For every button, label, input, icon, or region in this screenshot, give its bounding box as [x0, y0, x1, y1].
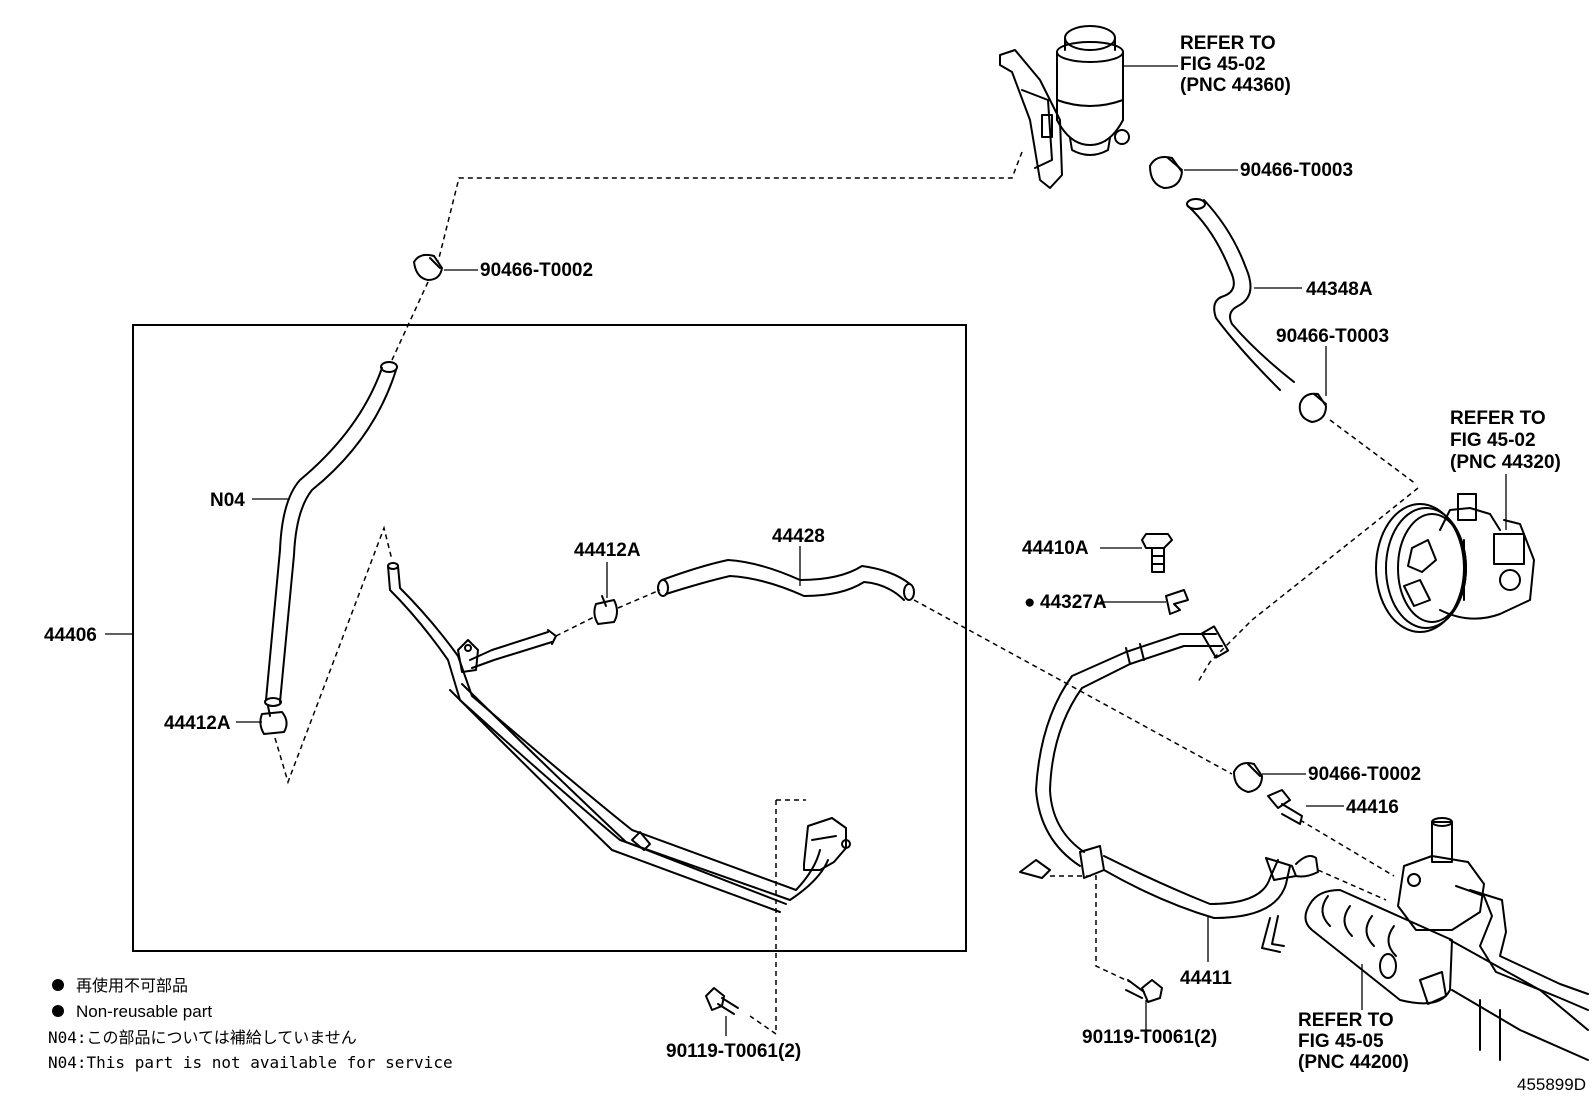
label-gear-ref-1: REFER TO [1298, 1010, 1394, 1031]
dash-tube-to-clamp [555, 615, 597, 637]
clamp-90466-t0003-top-drawing [1149, 156, 1183, 189]
label-reservoir-ref-1: REFER TO [1180, 33, 1276, 54]
label-bolt-right: 90119-T0061(2) [1082, 1027, 1217, 1048]
label-bolt-left: 90119-T0061(2) [666, 1041, 801, 1062]
label-clamp-top: 90466-T0002 [480, 260, 593, 281]
gasket-44327a-drawing [1165, 589, 1189, 615]
legend-n04-note-en: N04:This part is not available for servi… [48, 1053, 453, 1072]
reservoir-tank-drawing [999, 25, 1130, 189]
label-pump-ref-3: (PNC 44320) [1450, 452, 1561, 473]
steering-gear-drawing [1304, 817, 1589, 1061]
dash-44428-to-clamp-right-low [913, 599, 1233, 775]
label-pump-ref-2: FIG 45-02 [1450, 430, 1536, 451]
dash-reservoir-to-clamp-top [437, 151, 1023, 263]
legend-bullet-en [52, 1005, 64, 1017]
dash-clamp-to-44428 [617, 589, 661, 609]
bolt-90119-left-drawing [705, 987, 739, 1015]
bolt-90119-right-drawing [1125, 979, 1163, 1003]
label-gear-ref-2: FIG 45-05 [1298, 1031, 1384, 1052]
hose-44348a-drawing [1186, 198, 1295, 391]
label-44412a-lower: 44412A [164, 713, 231, 734]
dash-left-bolt [749, 799, 806, 1036]
dash-clamp-top-to-n04 [391, 281, 429, 361]
assembly-box-44406 [132, 324, 967, 952]
tube-assembly-drawing [387, 562, 851, 913]
label-44428: 44428 [772, 526, 825, 547]
dash-union-to-gear [1299, 819, 1395, 877]
label-clamp-right-top: 90466-T0003 [1240, 160, 1353, 181]
label-44327a: 44327A [1040, 592, 1107, 613]
label-n04: N04 [210, 490, 245, 511]
label-gear-ref-3: (PNC 44200) [1298, 1052, 1409, 1073]
clamp-44412a-upper-drawing [593, 595, 618, 625]
non-reusable-marker: ● [1024, 592, 1035, 613]
legend-non-reusable-en: Non-reusable part [76, 1002, 212, 1021]
clamp-90466-t0002-low-drawing [1233, 762, 1263, 793]
clamp-90466-t0003-mid-drawing [1298, 392, 1327, 423]
label-44411: 44411 [1180, 968, 1232, 989]
label-44406: 44406 [44, 625, 97, 646]
hose-44428-drawing [657, 559, 915, 601]
label-44412a-upper: 44412A [574, 540, 641, 561]
dash-tube-to-gear [1317, 869, 1387, 901]
tube-44411-drawing [1019, 625, 1319, 953]
bolt-44410a-drawing [1141, 533, 1173, 573]
label-pump-ref-1: REFER TO [1450, 408, 1546, 429]
label-44348a: 44348A [1306, 279, 1373, 300]
label-clamp-right-low: 90466-T0002 [1308, 764, 1421, 785]
power-steering-pump-drawing [1375, 493, 1535, 633]
label-reservoir-ref-2: FIG 45-02 [1180, 54, 1266, 75]
figure-id: 455899D [1517, 1075, 1586, 1094]
label-44416: 44416 [1346, 797, 1399, 818]
dash-zigzag-n04 [274, 525, 393, 785]
label-reservoir-ref-3: (PNC 44360) [1180, 75, 1291, 96]
union-44416-drawing [1267, 789, 1303, 825]
label-clamp-right-mid: 90466-T0003 [1276, 326, 1389, 347]
dash-right-bolt [1050, 875, 1131, 983]
label-44410a: 44410A [1022, 538, 1089, 559]
legend-bullet-jp [52, 979, 64, 991]
hose-n04-drawing [264, 361, 398, 707]
dash-pump-to-tube [1197, 487, 1419, 683]
clamp-44412a-lower-drawing [259, 705, 288, 735]
legend-non-reusable-jp: 再使用不可部品 [76, 976, 188, 995]
legend: 再使用不可部品 Non-reusable part N04:この部品については補… [48, 976, 453, 1072]
clamp-90466-t0002-top-drawing [413, 253, 443, 281]
dash-clamp-to-pump [1329, 419, 1417, 485]
legend-n04-note-jp: N04:この部品については補給していません [48, 1028, 357, 1047]
